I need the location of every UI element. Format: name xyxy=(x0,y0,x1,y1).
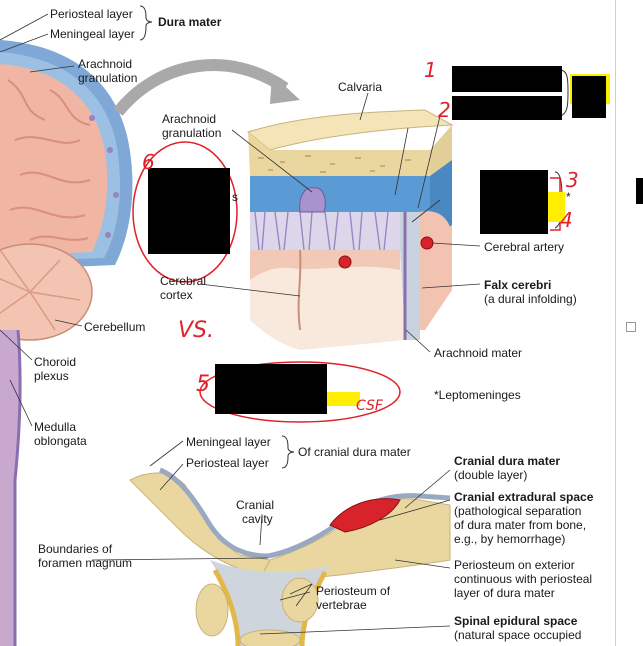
redaction-2 xyxy=(452,96,562,120)
label-cerebral-cortex-2: cortex xyxy=(160,288,193,302)
bone-texture xyxy=(258,155,411,173)
label-cranial-extradural: Cranial extradural space xyxy=(454,490,594,504)
label-arachnoid-granulation-b: Arachnoid xyxy=(162,112,217,126)
annotation-number-4: 4 xyxy=(560,208,573,232)
zoom-arrow-head xyxy=(270,74,300,104)
annotation-number-1: 1 xyxy=(424,58,437,82)
label-leptomeninges: *Leptomeninges xyxy=(434,388,521,402)
label-meningeal-layer: Meningeal layer xyxy=(50,27,135,41)
cortex-tissue xyxy=(250,250,405,350)
brainstem-edge xyxy=(13,329,22,646)
highlight-4 xyxy=(324,392,360,406)
redaction-7 xyxy=(636,178,643,204)
highlight-2 xyxy=(545,192,565,222)
redaction-6 xyxy=(215,364,327,414)
annotation-number-6: 6 xyxy=(142,150,155,174)
label-periosteum-ext-2: continuous with periosteal xyxy=(454,572,593,586)
label-star: * xyxy=(566,190,571,204)
label-choroid-plexus: Choroid xyxy=(34,355,77,369)
annotation-number-3: 3 xyxy=(566,168,579,192)
label-periosteal-layer: Periosteal layer xyxy=(50,7,133,21)
annotation-number-2: 2 xyxy=(438,98,451,122)
skull-base-section xyxy=(129,467,451,646)
label-periosteum-ext-1: Periosteum on exterior xyxy=(454,558,575,572)
right-hemisphere xyxy=(420,211,452,330)
redaction-1 xyxy=(452,66,562,92)
label-calvaria: Calvaria xyxy=(338,80,383,94)
label-periosteum-vertebrae-2: vertebrae xyxy=(316,598,367,612)
calvaria-top xyxy=(246,109,454,151)
brain-section xyxy=(0,40,133,646)
dura-brace xyxy=(139,5,153,41)
cranial-dura-brace xyxy=(281,435,295,469)
annotation-csf: CSF xyxy=(356,398,383,414)
label-meningeal-layer-b: Meningeal layer xyxy=(186,435,271,449)
artery-left xyxy=(338,255,352,269)
cerebellum-folia xyxy=(0,249,81,331)
label-dura-mater: Dura mater xyxy=(158,15,222,29)
periosteum-vert-brace xyxy=(289,583,313,607)
right-bracket xyxy=(559,69,569,117)
brainstem xyxy=(0,330,21,646)
label-cranial-dura-sub: (double layer) xyxy=(454,468,528,482)
redaction-4 xyxy=(480,170,548,234)
label-choroid-plexus-2: plexus xyxy=(34,369,69,383)
label-cranial-cavity: Cranial xyxy=(236,498,275,512)
label-cranial-dura-mater: Cranial dura mater xyxy=(454,454,561,468)
red-annotations xyxy=(132,141,561,423)
label-falx-sub: (a dural infolding) xyxy=(484,292,577,306)
label-falx-cerebri: Falx cerebri xyxy=(484,278,552,292)
sulcus xyxy=(297,249,302,331)
label-periosteum-vertebrae: Periosteum of xyxy=(316,584,391,598)
annotation-number-5: 5 xyxy=(196,372,210,397)
vertebra-left xyxy=(195,583,229,637)
label-arachnoid-mater: Arachnoid mater xyxy=(434,346,523,360)
label-boundaries: Boundaries of xyxy=(38,542,113,556)
label-extradural-sub-1: (pathological separation xyxy=(454,504,582,518)
label-spinal-epidural-sub: (natural space occupied xyxy=(454,628,582,642)
label-periosteal-layer-b: Periosteal layer xyxy=(186,456,269,470)
annotation-oval-6 xyxy=(132,141,238,283)
label-extradural-sub-3: e.g., by hemorrhage) xyxy=(454,532,566,546)
arachnoid-granulation-bulb xyxy=(299,187,326,213)
redaction-5 xyxy=(148,168,230,254)
calvaria-bone xyxy=(248,132,430,176)
extradural-hemorrhage xyxy=(329,498,401,533)
subarachnoid-space xyxy=(250,212,400,250)
annotation-vs: VS. xyxy=(178,318,215,343)
label-arachnoid-granulation-a: Arachnoid xyxy=(78,57,133,71)
label-partial-s: s xyxy=(232,190,238,204)
label-cerebral-artery: Cerebral artery xyxy=(484,240,565,254)
gyri-lines xyxy=(7,79,91,241)
granulation-dots xyxy=(89,115,119,238)
label-medulla-2: oblongata xyxy=(34,434,87,448)
vertebra-lower xyxy=(239,629,301,646)
label-boundaries-2: foramen magnum xyxy=(38,556,133,570)
dura-layer xyxy=(250,176,430,212)
label-of-cranial-dura: Of cranial dura mater xyxy=(298,445,411,459)
trabeculae xyxy=(254,211,389,251)
label-spinal-epidural: Spinal epidural space xyxy=(454,614,578,628)
label-extradural-sub-2: of dura mater from bone, xyxy=(454,518,587,532)
label-cranial-cavity-2: cavity xyxy=(242,512,273,526)
label-arachnoid-granulation-b2: granulation xyxy=(162,126,222,140)
redaction-3 xyxy=(572,76,606,118)
panel-divider xyxy=(615,0,616,646)
label-periosteum-ext-3: layer of dura mater xyxy=(454,586,555,600)
cerebellum-shape xyxy=(0,243,93,341)
label-medulla: Medulla xyxy=(34,420,77,434)
leader-lines xyxy=(0,13,481,635)
panel-handle[interactable] xyxy=(626,322,636,332)
zoom-arrow xyxy=(113,59,289,116)
artery-right xyxy=(420,236,434,250)
block-section xyxy=(246,109,454,350)
gray-matter xyxy=(250,250,400,280)
label-arachnoid-granulation-a2: granulation xyxy=(78,71,138,85)
label-cerebral-cortex: Cerebral xyxy=(160,274,207,288)
annotation-oval-5 xyxy=(199,361,401,423)
label-cerebellum: Cerebellum xyxy=(84,320,146,334)
